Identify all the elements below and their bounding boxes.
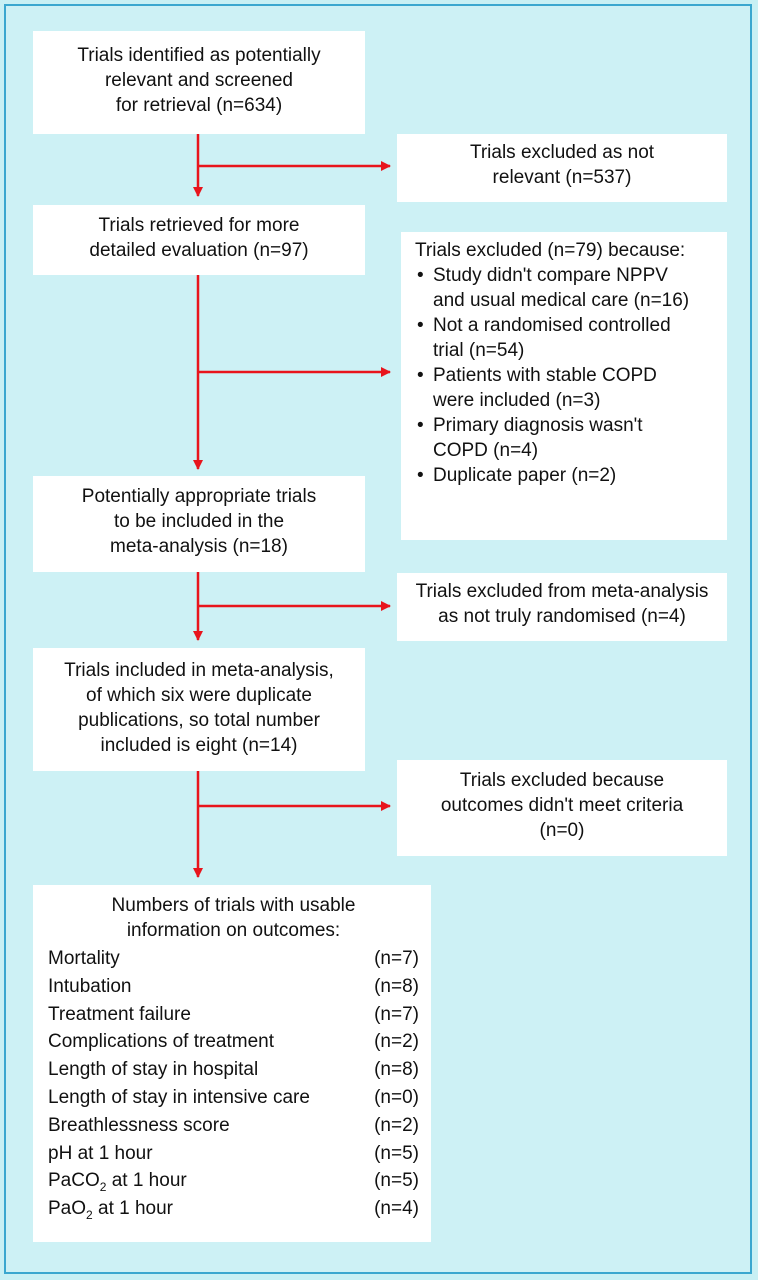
outcomes-heading: Numbers of trials with usable informatio…	[111, 895, 356, 941]
table-row: Mortality(n=7)	[48, 948, 419, 969]
table-row: Treatment failure(n=7)	[48, 1003, 419, 1025]
table-row: Length of stay in intensive care(n=0)	[48, 1086, 419, 1108]
box-included: Trials included in meta-analysis, of whi…	[33, 648, 365, 771]
list-item: Primary diagnosis wasn't COPD (n=4)	[411, 413, 727, 463]
box-excluded-not-randomised: Trials excluded from meta-analysis as no…	[397, 573, 727, 641]
box-screened: Trials identified as potentially relevan…	[33, 31, 365, 134]
table-row: Intubation(n=8)	[48, 975, 419, 997]
box-retrieved: Trials retrieved for more detailed evalu…	[33, 205, 365, 275]
box-appropriate: Potentially appropriate trials to be inc…	[33, 476, 365, 572]
list-item: Not a randomised controlled trial (n=54)	[411, 313, 727, 363]
table-row: PaCO2 at 1 hour(n=5)	[48, 1170, 419, 1195]
table-row: Length of stay in hospital(n=8)	[48, 1059, 419, 1081]
box-excluded-not-relevant: Trials excluded as not relevant (n=537)	[397, 134, 727, 202]
excluded-79-heading: Trials excluded (n=79) because:	[415, 240, 686, 261]
table-row: PaO2 at 1 hour(n=4)	[48, 1198, 419, 1222]
box-excluded-79: Trials excluded (n=79) because: Study di…	[401, 232, 727, 540]
table-row: Breathlessness score(n=2)	[48, 1114, 419, 1136]
list-item: Study didn't compare NPPV and usual medi…	[411, 263, 727, 313]
table-row: pH at 1 hour(n=5)	[48, 1142, 419, 1164]
box-outcomes: Numbers of trials with usable informatio…	[33, 885, 431, 1242]
table-row: Complications of treatment(n=2)	[48, 1031, 419, 1053]
excluded-79-list: Study didn't compare NPPV and usual medi…	[411, 263, 727, 488]
outcomes-table: Mortality(n=7) Intubation(n=8) Treatment…	[48, 945, 419, 1223]
box-excluded-outcomes: Trials excluded because outcomes didn't …	[397, 760, 727, 856]
list-item: Patients with stable COPD were included …	[411, 363, 727, 413]
list-item: Duplicate paper (n=2)	[411, 463, 727, 488]
